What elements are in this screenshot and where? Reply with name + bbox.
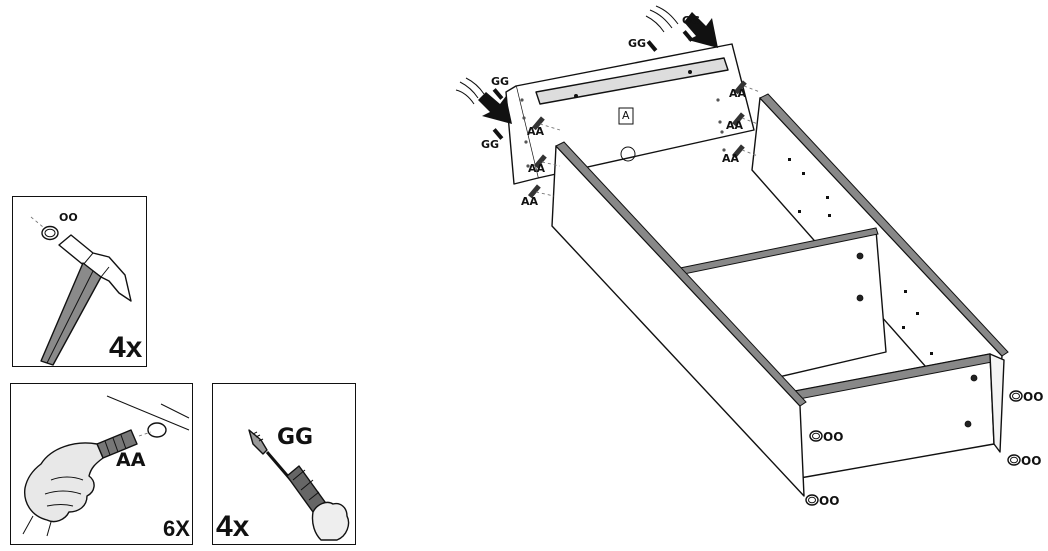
screwdriver-illustration [248,429,350,541]
push-arrow-icon [645,5,718,48]
screwdriver-icon [265,451,326,513]
dowel-step-panel: AA 6X [10,383,193,545]
oo-label: OO [823,430,844,444]
gg-label: GG [682,14,701,27]
dowel-insertion-illustration [22,395,190,537]
oo-label: OO [1021,454,1042,468]
dowel-count: 6X [163,516,190,541]
screw-icon [248,429,268,455]
hammer-part-label: OO [59,211,78,224]
dowel-part-label: AA [116,449,146,471]
aa-label: AA [521,195,539,208]
hand-icon [24,442,104,523]
dowel-icon [96,429,138,459]
gg-label: GG [481,138,500,151]
screw-count: 4x [216,510,250,543]
part-a-label: A [622,109,630,122]
aa-label: AA [527,125,545,138]
screw-part-label: GG [277,425,314,450]
aa-label: AA [722,152,740,165]
push-arrow-icon [455,77,512,124]
aa-label: AA [528,162,546,175]
part-a-box [618,107,634,125]
dowel-icon [527,80,747,199]
back-panel-a [515,43,755,179]
hand-icon [311,501,350,541]
gg-label: GG [628,37,647,50]
hammer-step-panel: OO 4x [12,196,147,367]
aa-label: AA [729,87,747,100]
hammer-count: 4x [109,331,143,364]
aa-label: AA [726,119,744,132]
oo-label: OO [1023,390,1044,404]
screw-icon [492,30,694,140]
hammer-icon [30,216,132,366]
glide-cap-icon [805,390,1023,506]
oo-label: OO [819,494,840,508]
screw-step-panel: GG 4x [212,383,356,545]
gg-label: GG [491,75,510,88]
